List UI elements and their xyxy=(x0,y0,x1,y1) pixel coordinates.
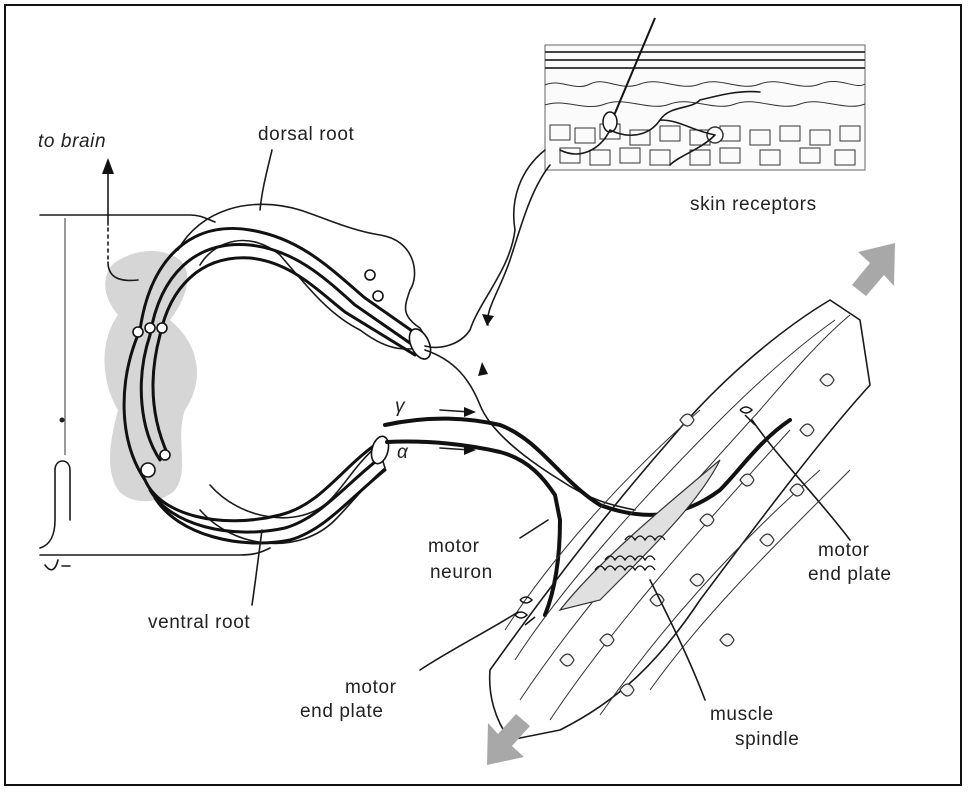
tract-connect xyxy=(107,261,139,282)
sensory-fibre-skin-2 xyxy=(486,164,551,326)
label-ventral-root: ventral root xyxy=(148,612,250,633)
alpha-fibre xyxy=(385,439,563,617)
ascending-tract xyxy=(102,158,139,282)
ganglion-cell-1 xyxy=(364,269,376,281)
muscle-outline xyxy=(488,299,871,741)
spindle-coil xyxy=(594,535,666,572)
neuron-cell-2 xyxy=(144,322,156,334)
ventral-fibres xyxy=(143,443,377,523)
dorsal-fibres xyxy=(138,227,427,342)
ventral-fibres-2 xyxy=(148,456,382,534)
ventral-fibres-3 xyxy=(153,468,387,545)
label-muscle-spindle-2: spindle xyxy=(735,729,799,750)
dorsal-root-sheath xyxy=(177,203,431,350)
hair-follicle xyxy=(602,111,618,133)
label-end-plate-left-2: end plate xyxy=(300,701,384,722)
cells-pattern xyxy=(549,123,861,166)
neuron-cell-4 xyxy=(159,449,171,461)
label-to-brain: to brain xyxy=(38,131,106,152)
neuron-loop-outer xyxy=(122,328,147,482)
hair xyxy=(609,17,656,126)
label-gamma: γ xyxy=(395,396,406,417)
dermis-waves-2 xyxy=(544,101,866,108)
fissure-mark xyxy=(44,559,71,571)
skin-nerve-branches xyxy=(559,90,761,166)
dorsal-fibres-2 xyxy=(148,243,422,352)
skin-section xyxy=(544,17,866,171)
label-alpha: α xyxy=(397,442,409,463)
ventral-root-cut xyxy=(370,435,390,465)
sensory-fibre-skin xyxy=(424,149,546,349)
epidermis-top xyxy=(545,51,865,69)
neuron-loop-inner xyxy=(151,333,170,457)
efferents xyxy=(383,407,792,617)
leader-end-plate-left xyxy=(419,611,519,671)
ganglion-cell-2 xyxy=(372,290,384,302)
right-end-plate xyxy=(739,406,756,426)
neuron-cell-1 xyxy=(132,326,144,338)
dorsal-fibres-3 xyxy=(158,256,417,357)
dorsal-root-cut xyxy=(408,328,432,360)
dermis-waves xyxy=(544,80,866,88)
label-end-plate-left-1: motor xyxy=(345,677,397,698)
spinal-cord xyxy=(39,214,271,571)
neuron-cell-3 xyxy=(156,322,168,334)
dorsal-root xyxy=(138,203,432,360)
ventral-root xyxy=(143,435,390,545)
stretch-arrow-up xyxy=(852,243,895,296)
gamma-arrow-head xyxy=(464,407,476,417)
label-end-plate-right-2: end plate xyxy=(808,564,892,585)
up-arrow-head xyxy=(102,158,114,174)
label-motor-neuron-1: motor xyxy=(428,536,480,557)
leader-dorsal-root xyxy=(259,149,273,211)
spindle-afferent xyxy=(424,349,636,511)
label-motor-neuron-2: neuron xyxy=(430,562,493,583)
label-dorsal-root: dorsal root xyxy=(258,124,354,145)
muscle-cell-nuclei xyxy=(559,373,835,697)
neuron-loop-mid xyxy=(139,333,162,462)
label-end-plate-right-1: motor xyxy=(818,540,870,561)
afferent-arrow-spindle xyxy=(478,362,488,376)
interneurons xyxy=(122,322,171,482)
skin-block xyxy=(544,44,866,171)
label-skin-receptors: skin receptors xyxy=(690,194,817,215)
leader-motor-neuron xyxy=(519,519,549,539)
leader-spindle xyxy=(649,579,706,701)
muscle xyxy=(488,299,871,741)
spinal-cord-outline xyxy=(39,214,271,556)
stretch-arrow-down xyxy=(487,714,530,765)
leader-lines xyxy=(251,149,851,701)
motor-neuron-cell xyxy=(140,462,156,478)
central-canal xyxy=(59,417,65,423)
median-fissure xyxy=(39,460,71,549)
afferent-arrow-skin xyxy=(482,314,494,326)
leader-end-plate-right xyxy=(751,419,851,541)
label-muscle-spindle-1: muscle xyxy=(710,704,774,725)
alpha-arrow-head xyxy=(464,445,476,455)
muscle-fibre-lines xyxy=(504,314,851,721)
gamma-fibre xyxy=(383,416,792,517)
leader-ventral-root xyxy=(251,529,263,606)
